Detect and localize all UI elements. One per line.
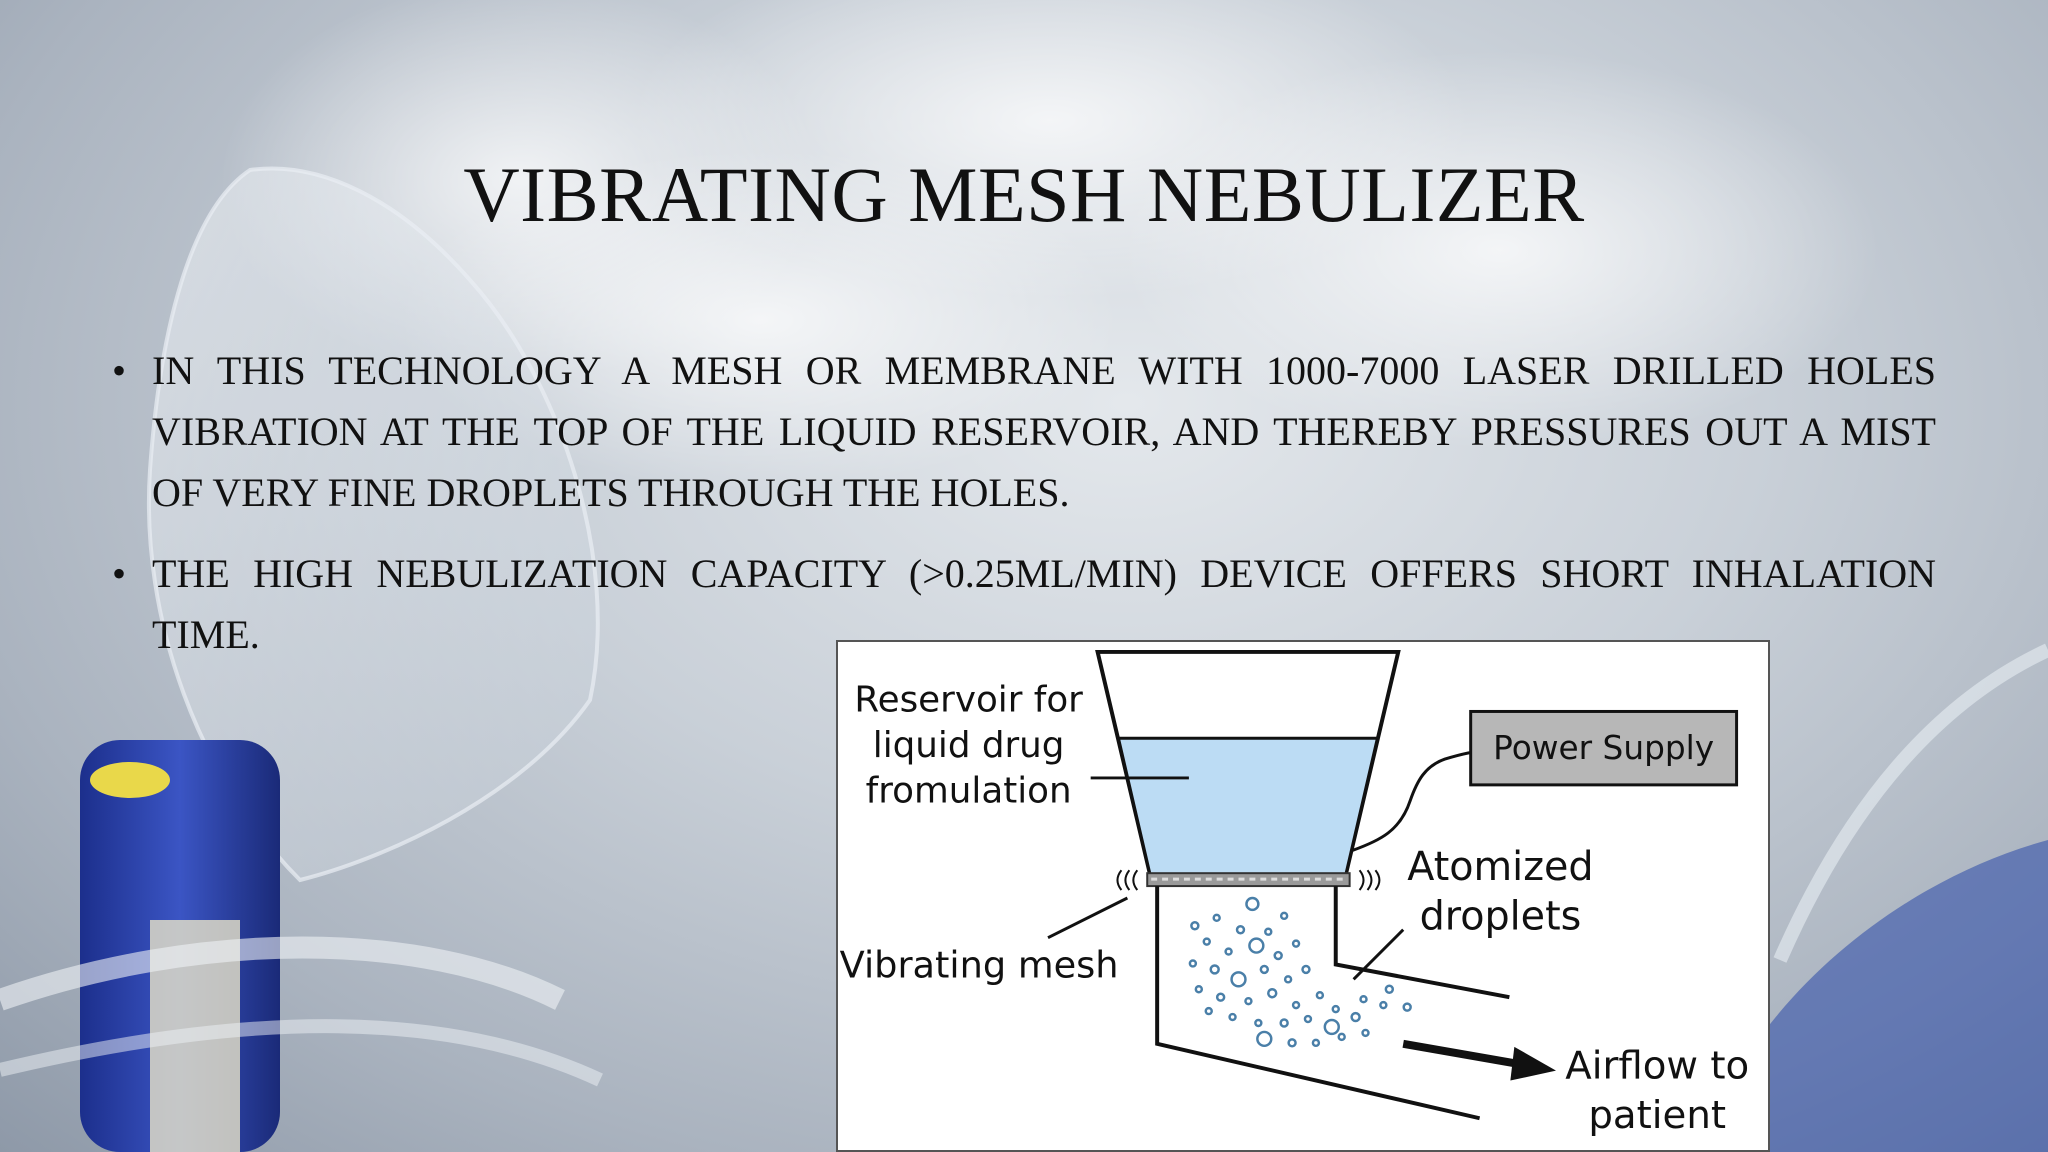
chamber-wall-upper <box>1333 886 1510 1000</box>
bullet-text: THE HIGH NEBULIZATION CAPACITY (>0.25ML/… <box>152 551 1936 657</box>
chamber-wall-lower <box>1155 886 1481 1121</box>
vibrating-mesh-plate <box>1146 872 1351 888</box>
power-wire <box>1352 749 1483 852</box>
droplets-pointer <box>1352 928 1405 981</box>
airflow-label-line2: patient <box>1588 1093 1726 1138</box>
bullet-text: IN THIS TECHNOLOGY A MESH OR MEMBRANE WI… <box>152 348 1936 515</box>
mesh-pointer <box>1047 896 1129 940</box>
bullet-item: • IN THIS TECHNOLOGY A MESH OR MEMBRANE … <box>112 340 1936 523</box>
bullet-list: • IN THIS TECHNOLOGY A MESH OR MEMBRANE … <box>112 340 1936 685</box>
bullet-dot-icon: • <box>112 348 127 393</box>
airflow-label-line1: Airflow to <box>1565 1044 1749 1089</box>
vibration-right-icon <box>1358 869 1381 891</box>
vibration-left-icon <box>1116 869 1139 891</box>
power-supply-box <box>1469 709 1739 787</box>
vibrating-mesh-label: Vibrating mesh <box>840 943 1119 986</box>
reservoir-label-line3: fromulation <box>866 771 1072 812</box>
airflow-arrow-shaft <box>1402 1039 1535 1071</box>
nebulizer-diagram: Reservoir for liquid drug fromulation Po… <box>836 640 1770 1152</box>
bullet-item: • THE HIGH NEBULIZATION CAPACITY (>0.25M… <box>112 543 1936 665</box>
airflow-arrow-icon <box>1510 1046 1557 1081</box>
reservoir-label-line2: liquid drug <box>873 725 1065 766</box>
reservoir-label-line1: Reservoir for <box>854 679 1083 720</box>
slide-title: VIBRATING MESH NEBULIZER <box>463 151 1585 238</box>
atomized-label-line2: droplets <box>1420 894 1582 940</box>
nebulizer-diagram-svg: Reservoir for liquid drug fromulation Po… <box>840 649 1749 1138</box>
atomized-label-line1: Atomized <box>1407 844 1593 890</box>
reservoir-liquid <box>1116 736 1380 877</box>
bullet-dot-icon: • <box>112 551 127 596</box>
power-supply-label: Power Supply <box>1493 729 1714 767</box>
droplets-cluster <box>1188 896 1412 1048</box>
